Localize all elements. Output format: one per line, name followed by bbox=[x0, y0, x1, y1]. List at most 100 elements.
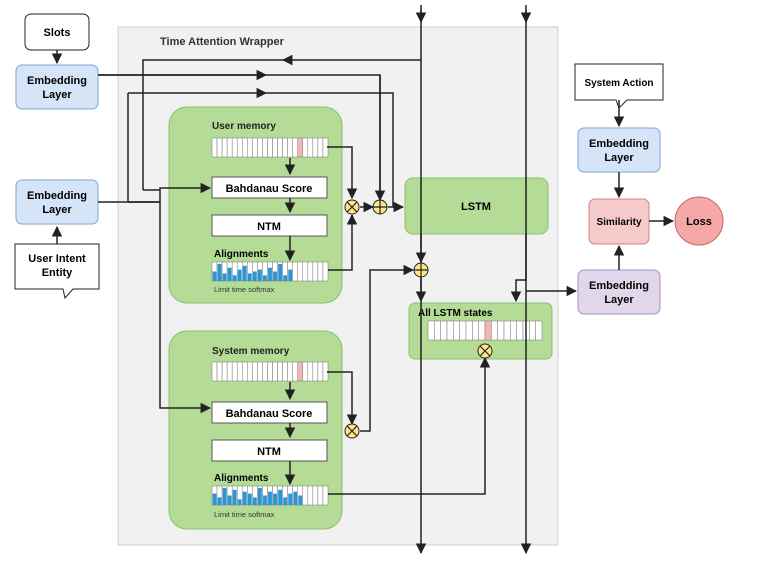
memory-cell bbox=[307, 137, 314, 158]
user-ntm-label: NTM bbox=[257, 221, 281, 233]
user-memory-cells bbox=[211, 137, 329, 158]
memory-cell bbox=[242, 361, 248, 382]
alignment-bar bbox=[263, 275, 267, 281]
user-alignments-title: Alignments bbox=[214, 249, 269, 260]
memory-cell bbox=[312, 137, 319, 158]
memory-cell bbox=[216, 361, 223, 382]
alignment-bar bbox=[247, 273, 252, 281]
memory-cell bbox=[247, 361, 253, 382]
alignment-bar bbox=[237, 269, 242, 281]
intent-embedding-label: Embedding bbox=[27, 190, 87, 202]
memory-cell bbox=[257, 137, 263, 158]
memory-cell bbox=[497, 320, 505, 341]
memory-cell bbox=[434, 320, 441, 341]
user-bahdanau-label: Bahdanau Score bbox=[226, 183, 313, 195]
memory-cell bbox=[503, 320, 511, 341]
memory-cell bbox=[302, 137, 309, 158]
lstm-label: LSTM bbox=[461, 201, 491, 213]
output-embedding-layer bbox=[577, 269, 661, 315]
alignment-bar bbox=[288, 269, 293, 281]
alignment-bar bbox=[288, 493, 293, 505]
system-memory-cells bbox=[211, 361, 329, 382]
alignment-bar bbox=[227, 495, 232, 505]
memory-cell bbox=[317, 361, 324, 382]
output-embedding-label: Embedding bbox=[589, 280, 649, 292]
system-memory-title: System memory bbox=[212, 346, 290, 357]
memory-cell bbox=[292, 261, 298, 282]
alignment-bar bbox=[217, 263, 222, 281]
memory-cell bbox=[446, 320, 454, 341]
memory-cell bbox=[231, 361, 238, 382]
user-memory-title: User memory bbox=[212, 121, 276, 132]
memory-cell bbox=[484, 320, 492, 341]
memory-cell bbox=[252, 361, 258, 382]
output-embedding-label-2: Layer bbox=[604, 294, 634, 306]
lstm-state-cells bbox=[427, 320, 543, 341]
alignment-bar bbox=[212, 271, 217, 281]
user-intent-entity-callout bbox=[14, 243, 100, 300]
memory-cell bbox=[236, 361, 243, 382]
memory-cell bbox=[510, 320, 517, 341]
memory-cell bbox=[535, 320, 543, 341]
slots-embedding-label-2: Layer bbox=[42, 89, 72, 101]
alignment-bar bbox=[298, 495, 303, 505]
system-ntm-label: NTM bbox=[257, 446, 281, 458]
memory-cell bbox=[282, 361, 288, 382]
memory-cell bbox=[312, 485, 319, 506]
system-bahdanau-box bbox=[211, 401, 328, 424]
memory-cell bbox=[297, 137, 304, 158]
memory-cell bbox=[297, 261, 304, 282]
alignment-bar bbox=[257, 269, 262, 281]
alignment-bar bbox=[227, 267, 232, 281]
system-bahdanau-label: Bahdanau Score bbox=[226, 408, 313, 420]
memory-cell bbox=[247, 137, 253, 158]
entity-label: Entity bbox=[42, 267, 73, 279]
alignment-bar bbox=[212, 493, 217, 505]
loss-node bbox=[674, 196, 724, 246]
alignment-bar bbox=[273, 493, 277, 505]
memory-cell bbox=[257, 361, 263, 382]
multiply-op-user bbox=[344, 199, 360, 215]
memory-cell bbox=[221, 361, 228, 382]
memory-cell bbox=[317, 485, 324, 506]
intent-embedding-label-2: Layer bbox=[42, 204, 72, 216]
loss-label: Loss bbox=[686, 216, 712, 228]
memory-cell bbox=[302, 361, 309, 382]
alignment-bar bbox=[232, 489, 237, 505]
slots-embedding-layer bbox=[15, 64, 99, 110]
memory-cell bbox=[277, 361, 283, 382]
alignment-bar bbox=[283, 275, 288, 281]
alignment-bar bbox=[242, 265, 247, 281]
memory-cell bbox=[282, 137, 288, 158]
lstm-states-title: All LSTM states bbox=[418, 308, 493, 319]
memory-cell bbox=[307, 361, 314, 382]
add-op-lstm bbox=[413, 262, 429, 278]
alignment-bar bbox=[217, 497, 222, 505]
memory-cell bbox=[211, 137, 218, 158]
user-ntm-box bbox=[211, 214, 328, 237]
memory-cell bbox=[231, 137, 238, 158]
system-ntm-box bbox=[211, 439, 328, 462]
memory-cell bbox=[307, 485, 314, 506]
alignment-bar bbox=[257, 487, 262, 505]
memory-cell bbox=[516, 320, 524, 341]
wrapper-title: Time Attention Wrapper bbox=[160, 36, 285, 48]
system-action-callout bbox=[574, 63, 664, 109]
memory-cell bbox=[292, 137, 298, 158]
memory-cell bbox=[267, 361, 273, 382]
memory-cell bbox=[226, 137, 233, 158]
memory-cell bbox=[262, 137, 268, 158]
system-action-label: System Action bbox=[584, 78, 653, 89]
alignment-bar bbox=[237, 499, 242, 505]
memory-cell bbox=[317, 137, 324, 158]
system-softmax-note: Limit time softmax bbox=[214, 510, 275, 519]
memory-cell bbox=[453, 320, 460, 341]
multiply-op-states bbox=[477, 343, 493, 359]
alignment-bar bbox=[252, 497, 257, 505]
memory-cell bbox=[287, 361, 293, 382]
intent-embedding-layer bbox=[15, 179, 99, 225]
memory-cell bbox=[262, 361, 268, 382]
alignment-bar bbox=[252, 271, 257, 281]
alignment-bar bbox=[232, 275, 237, 281]
